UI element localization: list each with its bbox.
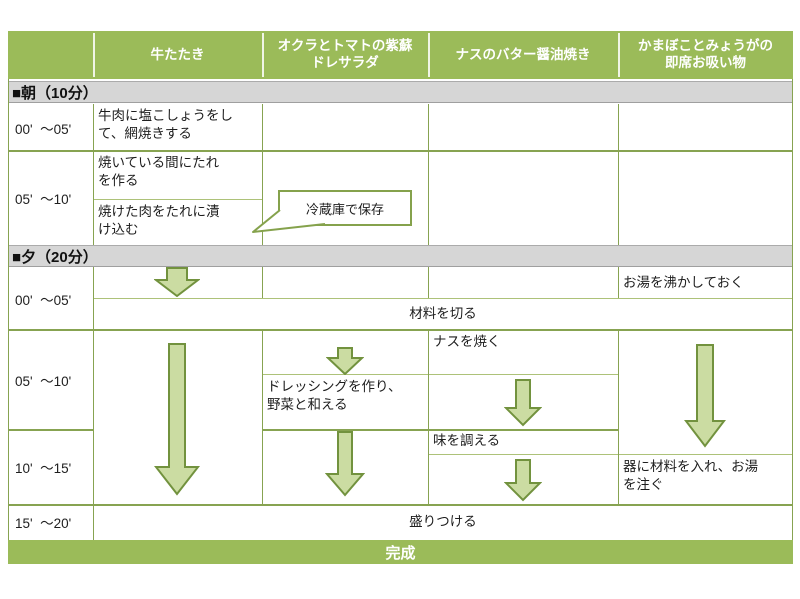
- section-label-morning: ■朝（10分）: [12, 84, 98, 102]
- column-header-okra-tomato-salad: オクラとトマトの紫蘇 ドレサラダ: [277, 38, 413, 70]
- callout-tail: [252, 209, 326, 233]
- time-cell-morning-0005: 00' ～05': [15, 121, 72, 137]
- grid-line: [428, 267, 429, 298]
- grid-line: [262, 330, 263, 504]
- grid-line: [93, 199, 262, 200]
- grid-line: [93, 298, 793, 299]
- section-bar-evening: [8, 245, 793, 267]
- grid-line: [262, 374, 618, 375]
- step-all-plate: 盛りつける: [409, 514, 477, 530]
- table-left-border: [8, 79, 9, 540]
- grid-line: [428, 330, 429, 504]
- step-eggplant-season: 味を調える: [433, 433, 501, 448]
- grid-line: [8, 429, 93, 431]
- grid-line: [618, 267, 619, 298]
- time-cell-morning-0510: 05' ～10': [15, 192, 72, 207]
- grid-line: [618, 330, 619, 504]
- flow-arrow-beef-long: [154, 343, 200, 496]
- flow-arrow-salad-bottom: [325, 431, 365, 497]
- complete-bar: 完成: [8, 540, 793, 564]
- step-soup-pour-water: 器に材料を入れ、お湯 を注ぐ: [623, 459, 759, 492]
- step-all-cut-ingredients: 材料を切る: [409, 306, 477, 322]
- table-right-border: [792, 79, 793, 540]
- step-beef-marinate: 焼けた肉をたれに漬 け込む: [98, 204, 220, 237]
- step-eggplant-grill: ナスを焼く: [433, 334, 501, 349]
- section-bar-morning: [8, 81, 793, 103]
- step-soup-boil-water: お湯を沸かしておく: [623, 274, 744, 290]
- flow-arrow-eggplant-bottom: [504, 459, 542, 502]
- flow-arrow-eggplant-mid: [504, 379, 542, 427]
- column-header-kamaboko-soup: かまぼことみょうがの 即席お吸い物: [638, 38, 773, 70]
- column-header-beef-tataki: 牛たたき: [150, 46, 205, 62]
- grid-line: [428, 104, 429, 245]
- step-beef-grill: 牛肉に塩こしょうをし て、網焼きする: [98, 108, 233, 141]
- grid-line: [8, 329, 793, 331]
- column-header-eggplant-butter-soy: ナスのバター醤油焼き: [455, 46, 591, 62]
- grid-line: [262, 267, 263, 298]
- header-separator: [262, 33, 264, 77]
- callout-refrigerate: 冷蔵庫で保存: [278, 190, 412, 226]
- time-cell-evening-0510: 05' ～10': [15, 373, 72, 389]
- header-separator: [428, 33, 430, 77]
- grid-line: [618, 104, 619, 245]
- grid-line: [262, 104, 263, 245]
- header-separator: [93, 33, 95, 77]
- grid-line: [262, 429, 618, 431]
- step-beef-make-sauce: 焼いている間にたれ を作る: [98, 155, 220, 188]
- flow-arrow-salad-top: [326, 347, 364, 375]
- section-label-evening: ■夕（20分）: [12, 248, 98, 266]
- grid-line: [8, 150, 793, 152]
- grid-line: [93, 104, 94, 245]
- header-separator: [618, 33, 620, 77]
- flow-arrow-beef-short: [154, 267, 200, 297]
- time-cell-evening-0005: 00' ～05': [15, 292, 72, 308]
- grid-line: [8, 504, 793, 506]
- flow-arrow-soup-long: [684, 344, 726, 448]
- time-cell-evening-1015: 10' ～15': [15, 461, 72, 476]
- table-header-band: [8, 31, 793, 79]
- grid-line: [428, 454, 793, 455]
- step-salad-dressing: ドレッシングを作り、 野菜と和える: [267, 379, 402, 412]
- time-cell-evening-1520: 15' ～20': [15, 516, 72, 531]
- grid-line: [93, 267, 94, 540]
